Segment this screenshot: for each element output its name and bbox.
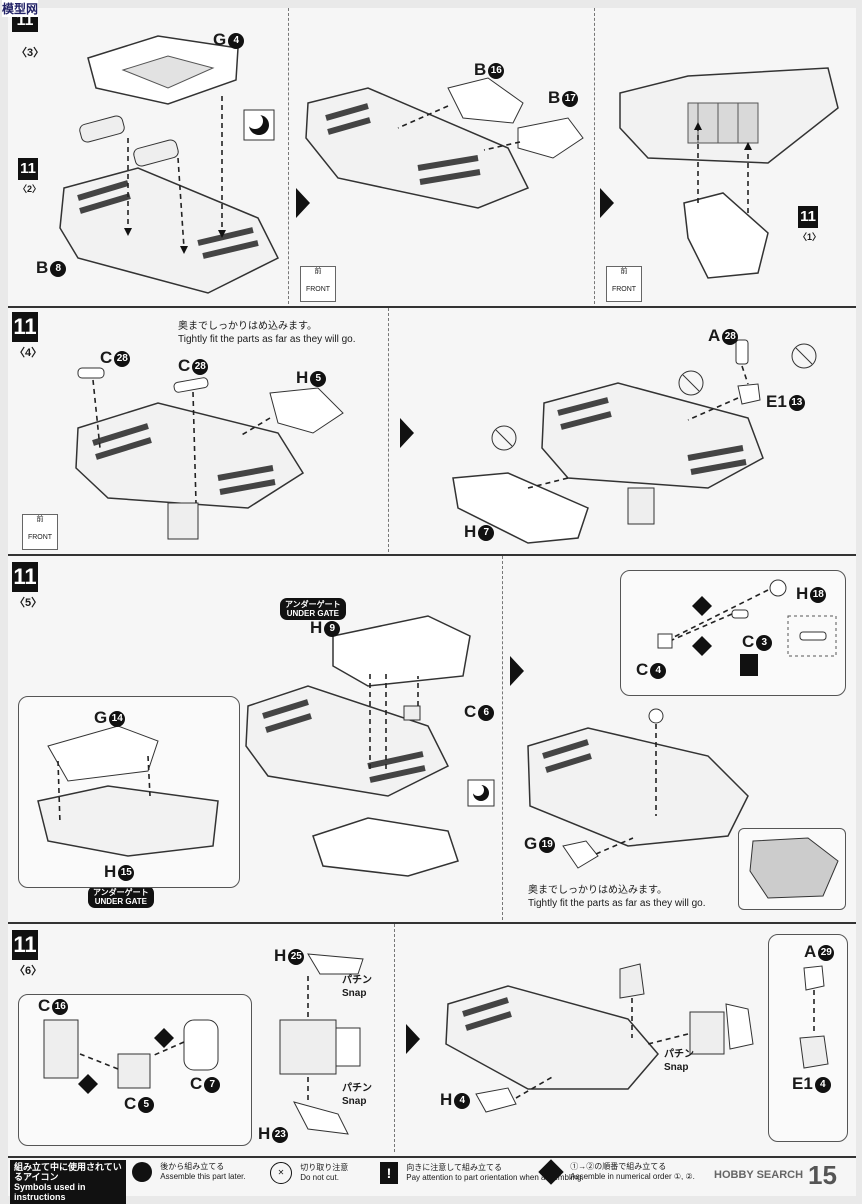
instruction-page: 11 〈3〉 bbox=[8, 8, 856, 1204]
divider bbox=[502, 556, 503, 920]
site-logo: 模型网 bbox=[2, 0, 39, 17]
divider bbox=[394, 924, 395, 1152]
page-number: 15 bbox=[808, 1160, 837, 1190]
assembly-illustration bbox=[75, 339, 817, 544]
no-cut-icon: ✕ bbox=[270, 1162, 292, 1184]
step-number: 11 bbox=[12, 562, 38, 592]
assembly-illustration bbox=[59, 35, 839, 294]
ref-substep: 〈1〉 bbox=[798, 232, 822, 242]
caution-icon: ! bbox=[380, 1162, 398, 1184]
divider bbox=[288, 8, 289, 304]
ref-step-number: 11 bbox=[798, 206, 818, 228]
divider bbox=[388, 308, 389, 552]
step-substep: 〈4〉 bbox=[14, 347, 43, 359]
divider bbox=[594, 8, 595, 304]
step-substep: 〈5〉 bbox=[14, 597, 43, 609]
step-panel-11-4: 11 〈4〉 奥までしっかりはめ込みます。Tightly fit the par… bbox=[8, 308, 856, 556]
step-number: 11 bbox=[12, 930, 38, 960]
step-substep: 〈3〉 bbox=[16, 47, 45, 59]
moon-icon bbox=[132, 1162, 152, 1182]
step-number: 11 bbox=[12, 312, 38, 342]
ref-substep: 〈2〉 bbox=[18, 184, 42, 194]
step-substep: 〈6〉 bbox=[14, 965, 43, 977]
order-icon bbox=[538, 1159, 564, 1185]
assembly-illustration bbox=[43, 953, 829, 1135]
fit-note: 奥までしっかりはめ込みます。Tightly fit the parts as f… bbox=[528, 885, 706, 909]
watermark: HOBBY SEARCH bbox=[714, 1169, 804, 1181]
ref-step-number: 11 bbox=[18, 158, 38, 180]
step-panel-11-3: 11 〈3〉 bbox=[8, 8, 856, 308]
assembly-illustration bbox=[37, 579, 839, 899]
fit-note: 奥までしっかりはめ込みます。Tightly fit the parts as f… bbox=[178, 321, 356, 345]
